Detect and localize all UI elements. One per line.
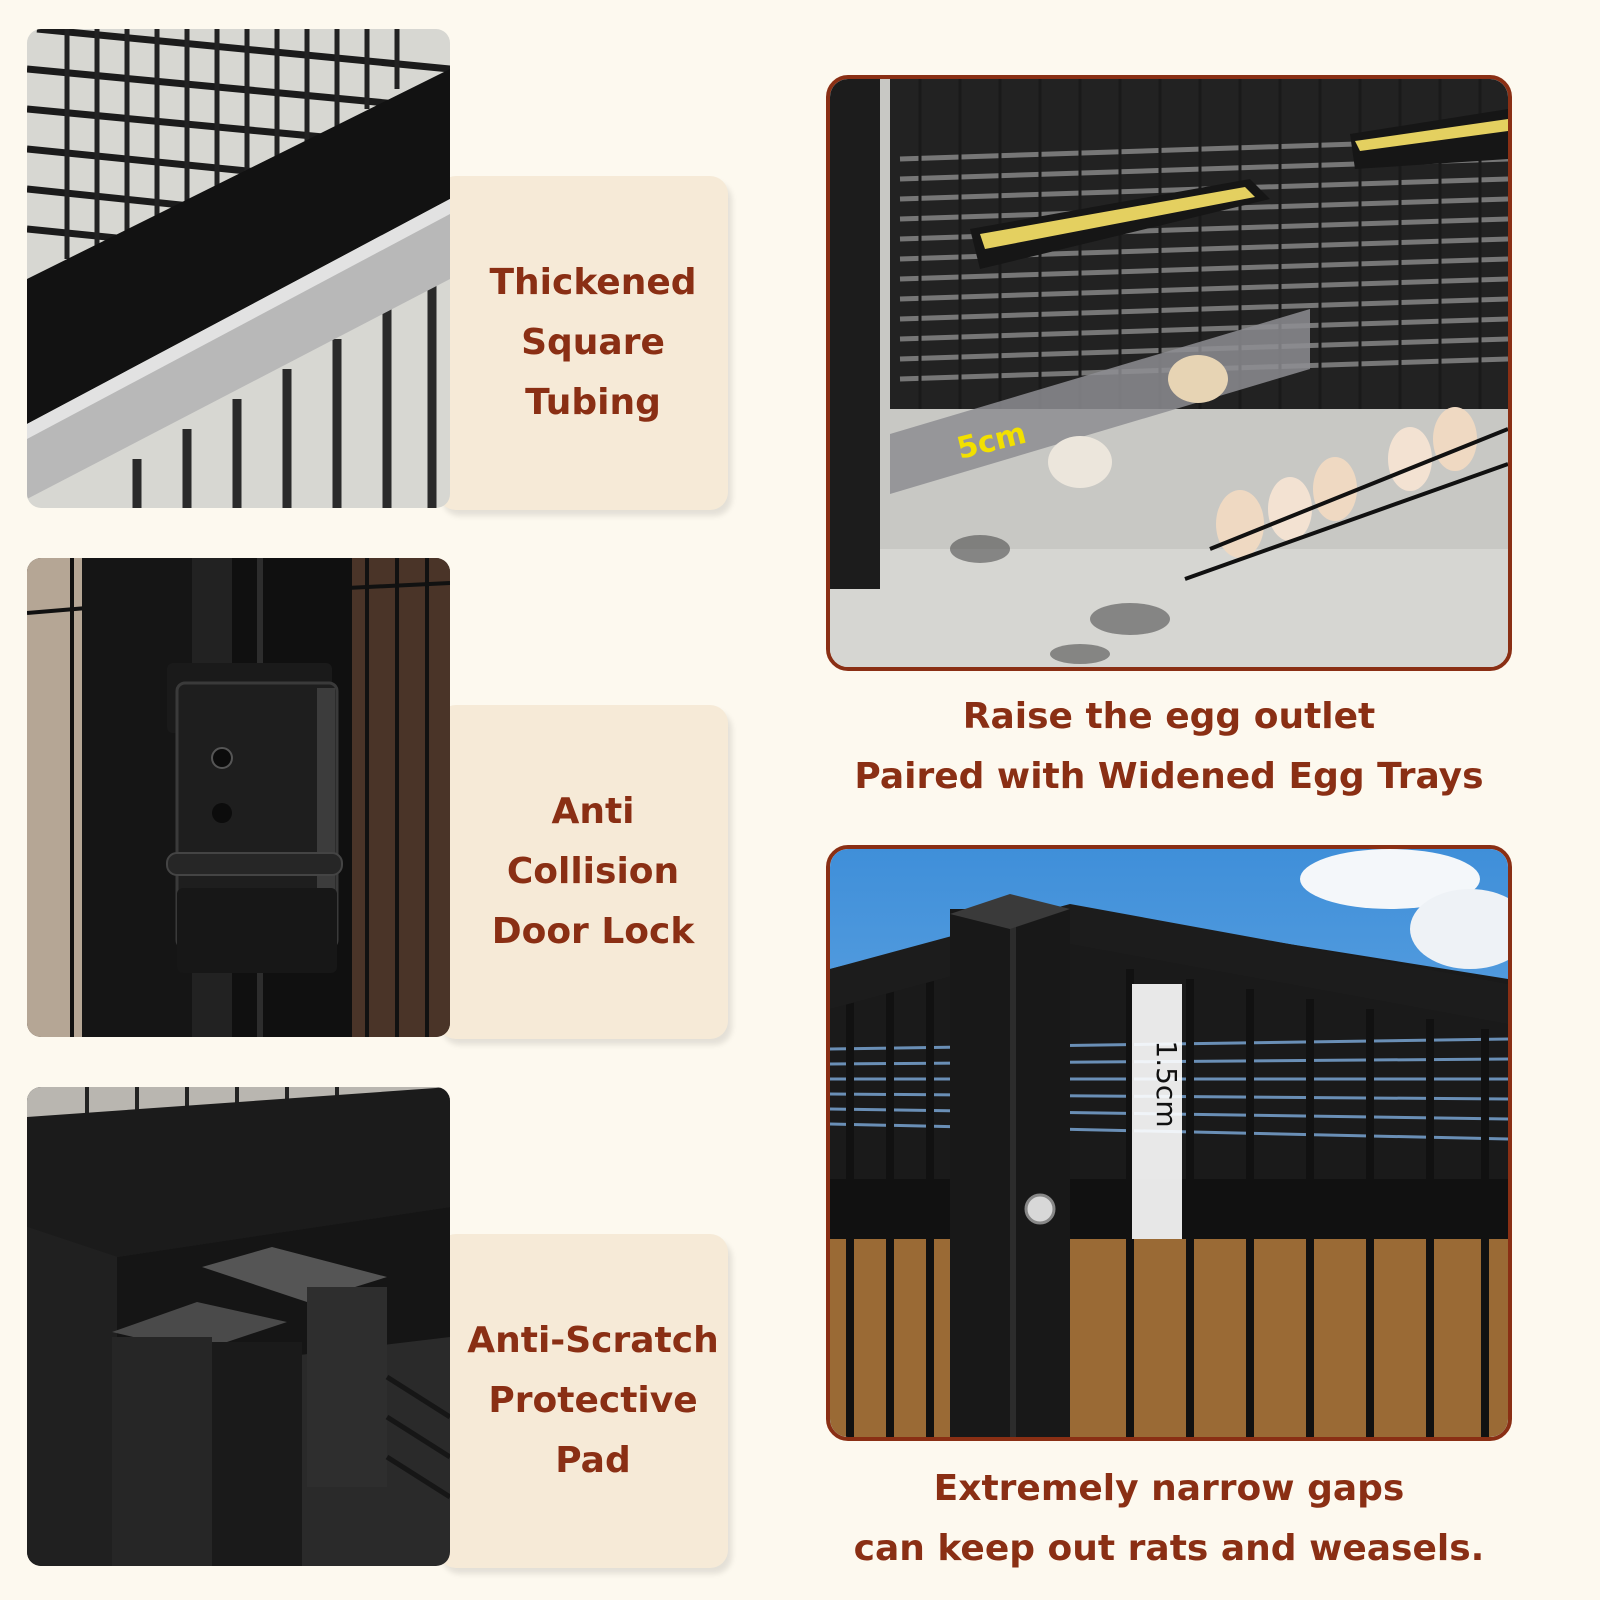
- feature-label-protective-pad: Anti-Scratch Protective Pad: [467, 1320, 719, 1481]
- photo-square-tubing: [27, 29, 450, 508]
- feature-label-door-lock: Anti Collision Door Lock: [491, 791, 695, 952]
- photo-narrow-gaps: 1.5cm: [826, 845, 1512, 1441]
- photo-protective-pad: [27, 1087, 450, 1566]
- feature-card-tubing: Thickened Square Tubing: [438, 176, 728, 510]
- photo-door-lock: [27, 558, 450, 1037]
- egg-outlet-caption: Raise the egg outlet Paired with Widened…: [854, 696, 1484, 797]
- photo-egg-outlet: 5cm: [826, 75, 1512, 671]
- narrow-gaps-caption: Extremely narrow gaps can keep out rats …: [853, 1468, 1485, 1569]
- gap-measure: 1.5cm: [1150, 1040, 1183, 1127]
- feature-label-tubing: Thickened Square Tubing: [489, 262, 697, 423]
- feature-card-door-lock: Anti Collision Door Lock: [438, 705, 728, 1039]
- feature-card-protective-pad: Anti-Scratch Protective Pad: [438, 1234, 728, 1568]
